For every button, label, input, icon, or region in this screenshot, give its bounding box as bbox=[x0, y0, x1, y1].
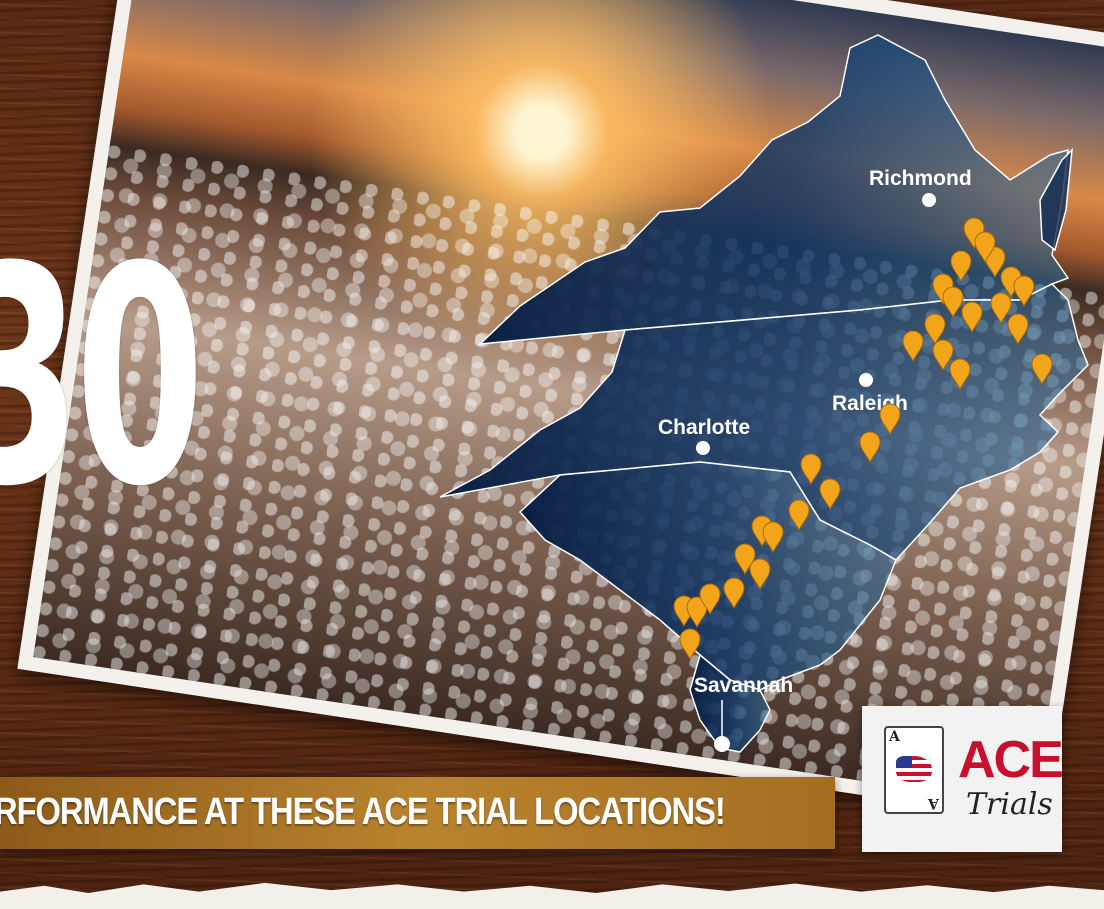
trial-location-pins bbox=[673, 217, 1053, 661]
playing-card-icon: A A bbox=[884, 726, 944, 814]
ace-trials-logo: A A ACE Trials bbox=[862, 706, 1064, 852]
map-pin-icon bbox=[950, 250, 972, 283]
map-pin-icon bbox=[1007, 313, 1029, 346]
map-pin-icon bbox=[686, 596, 708, 629]
map-pin-icon bbox=[990, 292, 1012, 325]
map-pin-icon bbox=[974, 231, 996, 264]
map-pin-icon bbox=[859, 431, 881, 464]
map-pin-icon bbox=[1031, 353, 1053, 386]
city-dot-savannah bbox=[714, 736, 730, 752]
city-label-charlotte: Charlotte bbox=[658, 416, 750, 439]
chesapeake-peninsula bbox=[1039, 147, 1073, 252]
city-dot-richmond bbox=[922, 193, 936, 207]
big-number: 30 bbox=[0, 203, 205, 552]
map-pin-icon bbox=[788, 499, 810, 532]
city-label-savannah: Savannah bbox=[694, 674, 793, 697]
card-rank-bottom: A bbox=[928, 795, 939, 811]
map-pin-icon bbox=[949, 358, 971, 391]
city-dot-charlotte bbox=[696, 441, 710, 455]
state-virginia bbox=[477, 34, 1070, 345]
map-pin-icon bbox=[961, 301, 983, 334]
map-pin-icon bbox=[932, 339, 954, 372]
logo-trials-text: Trials bbox=[966, 787, 1053, 822]
city-dots bbox=[696, 193, 936, 752]
headline-banner: RFORMANCE AT THESE ACE TRIAL LOCATIONS! bbox=[0, 777, 835, 849]
map-pin-icon bbox=[902, 330, 924, 363]
headline-text: RFORMANCE AT THESE ACE TRIAL LOCATIONS! bbox=[0, 791, 726, 833]
map-pin-icon bbox=[942, 286, 964, 319]
map-pin-icon bbox=[800, 453, 822, 486]
map-pin-icon bbox=[749, 558, 771, 591]
us-flag-icon bbox=[896, 756, 932, 782]
card-rank-top: A bbox=[889, 729, 900, 745]
map-pin-icon bbox=[679, 628, 701, 661]
state-georgia-coast bbox=[689, 653, 771, 753]
map-pin-icon bbox=[699, 583, 721, 616]
map-pin-icon bbox=[762, 521, 784, 554]
map-pin-icon bbox=[723, 577, 745, 610]
map-pin-icon bbox=[924, 313, 946, 346]
map-pin-icon bbox=[1013, 275, 1035, 308]
map-pin-icon bbox=[819, 478, 841, 511]
city-label-richmond: Richmond bbox=[869, 167, 972, 190]
logo-ace-text: ACE bbox=[958, 731, 1064, 789]
map-pin-icon bbox=[879, 403, 901, 436]
city-dot-raleigh bbox=[859, 373, 873, 387]
